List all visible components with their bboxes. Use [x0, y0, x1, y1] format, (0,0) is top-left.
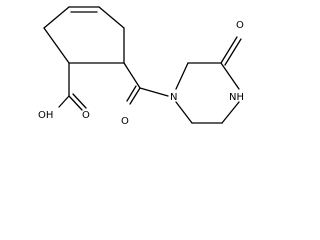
ring-bond — [175, 62, 189, 90]
cyclohexene-ring — [43, 6, 125, 64]
acid-c-oh-bond — [58, 95, 70, 108]
carboxylic-acid-group: OH O — [38, 62, 90, 121]
amide-c-n-bond — [139, 87, 169, 97]
amide-double-bond-outer — [129, 87, 141, 105]
lactam-carbonyl-group: O — [220, 20, 244, 66]
molecule-structure: OH O O N NH O — [38, 6, 244, 127]
amide-carbonyl-group: O — [121, 62, 169, 127]
ring-nitrogen-label: N — [170, 92, 177, 103]
lactam-oxygen-label: O — [236, 20, 244, 31]
ring-bond — [43, 6, 70, 29]
ring-bond — [175, 101, 193, 124]
lactam-double-bond-outer — [220, 36, 238, 64]
amide-c-bond — [123, 62, 141, 89]
acid-oxygen-label: O — [82, 110, 90, 121]
ring-bond — [98, 6, 125, 29]
acid-double-bond-outer — [68, 95, 83, 111]
hydroxyl-label: OH — [38, 110, 53, 121]
lactam-double-bond-inner — [224, 38, 242, 66]
ring-bond — [221, 101, 240, 124]
ring-bond — [220, 62, 240, 90]
amide-double-bond-inner — [126, 85, 137, 102]
amide-oxygen-label: O — [121, 116, 129, 127]
ring-bond — [43, 27, 70, 64]
acid-double-bond-inner — [72, 93, 87, 109]
lactam-nh-label: NH — [229, 92, 244, 103]
piperazinone-ring: N NH — [170, 62, 244, 124]
